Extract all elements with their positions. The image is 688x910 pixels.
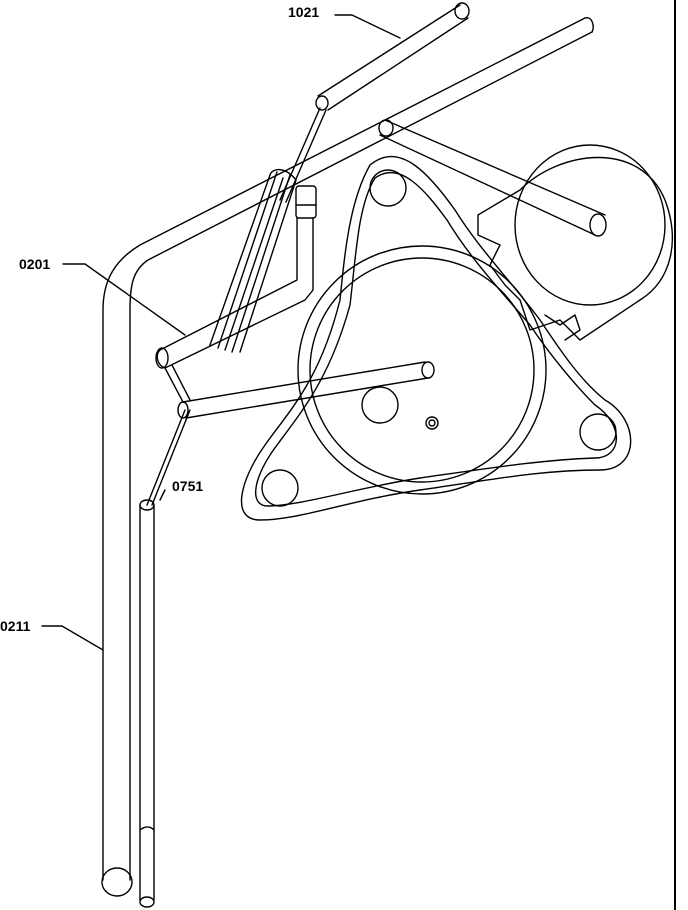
suction-stub-end	[454, 2, 470, 20]
discharge-tube-inner	[129, 31, 593, 881]
suction-tube-outer	[156, 217, 314, 369]
discharge-tube-cap	[584, 17, 594, 33]
process-tube-link	[164, 364, 191, 403]
process-tube-outer	[182, 361, 426, 403]
leader-0751	[159, 489, 166, 501]
coil-5	[239, 179, 297, 353]
process-tube-end	[421, 361, 435, 379]
fitting	[295, 185, 317, 219]
label-0201: 0201	[19, 256, 51, 272]
discharge-tube-outer	[102, 17, 586, 881]
suction-stub-outer	[317, 4, 461, 97]
mount-hole-right	[579, 413, 617, 451]
coil-4	[231, 174, 291, 353]
label-1021: 1021	[288, 4, 320, 20]
cross-tube-inner	[379, 134, 596, 236]
dome-center-mark-outer	[425, 416, 439, 430]
leader-0201	[62, 263, 186, 336]
discharge-tube-end	[101, 867, 133, 897]
cross-tube-end	[589, 213, 607, 237]
capillary-tube-top	[139, 499, 155, 511]
leader-1021	[334, 14, 401, 39]
label-0211: 0211	[0, 618, 31, 634]
suction-stub-inner	[327, 17, 469, 111]
mount-hole-top	[369, 169, 407, 207]
terminal-cover	[514, 144, 666, 306]
terminal-clip	[544, 314, 581, 341]
capillary-tube-bottom	[139, 896, 155, 908]
compressor-housing	[240, 155, 632, 521]
compressor-dome-inner	[309, 257, 535, 483]
cross-tube-outer	[384, 119, 606, 216]
compressor-dome-outer	[297, 245, 547, 495]
process-tube-inner	[185, 377, 429, 419]
cross-tube-start	[378, 119, 394, 137]
suction-tube-end	[155, 347, 169, 369]
capillary-wire	[146, 409, 186, 506]
coil-2	[217, 171, 278, 349]
coil-top	[269, 168, 297, 181]
coil-1	[209, 174, 271, 346]
dome-port	[361, 386, 399, 424]
coil-3	[224, 177, 284, 351]
suction-stub-base	[315, 95, 329, 111]
label-0751: 0751	[172, 478, 204, 494]
capillary-wire-2	[151, 409, 191, 506]
mount-hole-left	[261, 469, 299, 507]
compressor-housing-inner	[254, 171, 618, 507]
page-border-right	[674, 0, 676, 910]
dome-center-mark-inner	[428, 419, 436, 427]
terminal-box	[477, 156, 673, 341]
capillary-tube-band	[139, 826, 155, 831]
leader-0211	[41, 625, 104, 651]
